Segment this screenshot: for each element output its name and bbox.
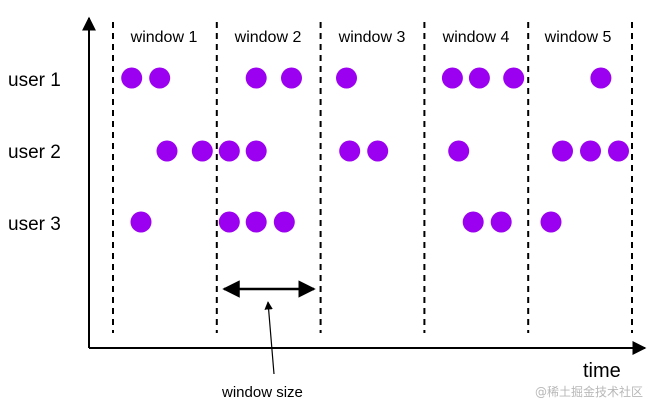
event-dot-user3-5 — [462, 211, 484, 233]
event-dot-user1-6 — [441, 67, 463, 89]
event-dot-user3-6 — [490, 211, 512, 233]
event-dot-user3-1 — [130, 211, 152, 233]
user-label-1: user 1 — [8, 70, 61, 91]
event-dots — [121, 67, 629, 233]
event-dot-user2-5 — [339, 140, 361, 162]
event-dot-user2-3 — [218, 140, 240, 162]
x-axis-label: time — [583, 360, 621, 382]
event-dot-user2-6 — [367, 140, 389, 162]
user-label-2: user 2 — [8, 142, 61, 163]
user-label-3: user 3 — [8, 214, 61, 235]
event-dot-user3-3 — [245, 211, 267, 233]
window-label-1: window 1 — [130, 29, 198, 46]
event-dot-user1-2 — [149, 67, 171, 89]
window-size-label: window size — [221, 384, 303, 401]
window-labels: window 1 window 2 window 3 window 4 wind… — [130, 29, 612, 46]
event-dot-user1-1 — [121, 67, 143, 89]
event-dot-user2-4 — [245, 140, 267, 162]
window-label-3: window 3 — [338, 29, 406, 46]
watermark: @稀土掘金技术社区 — [535, 384, 643, 399]
event-dot-user1-9 — [590, 67, 612, 89]
window-size-pointer-arrow — [264, 301, 275, 375]
event-dot-user1-4 — [281, 67, 302, 89]
window-label-5: window 5 — [544, 29, 612, 46]
event-dot-user3-4 — [273, 211, 295, 233]
window-size-annotation: window size — [221, 280, 316, 401]
event-dot-user2-10 — [608, 140, 629, 162]
event-dot-user1-5 — [336, 67, 357, 89]
event-dot-user2-1 — [156, 140, 178, 162]
event-dot-user2-9 — [580, 140, 601, 162]
window-label-2: window 2 — [234, 29, 302, 46]
event-dot-user1-7 — [468, 67, 490, 89]
event-dot-user2-8 — [552, 140, 573, 162]
user-labels: user 1 user 2 user 3 — [8, 70, 61, 235]
event-dot-user1-8 — [503, 67, 525, 89]
event-dot-user3-7 — [540, 211, 562, 233]
event-dot-user3-2 — [218, 211, 240, 233]
event-dot-user1-3 — [245, 67, 267, 89]
window-boundaries — [112, 22, 633, 333]
event-dot-user2-2 — [191, 140, 213, 162]
event-dot-user2-7 — [448, 140, 470, 162]
window-label-4: window 4 — [442, 29, 510, 46]
